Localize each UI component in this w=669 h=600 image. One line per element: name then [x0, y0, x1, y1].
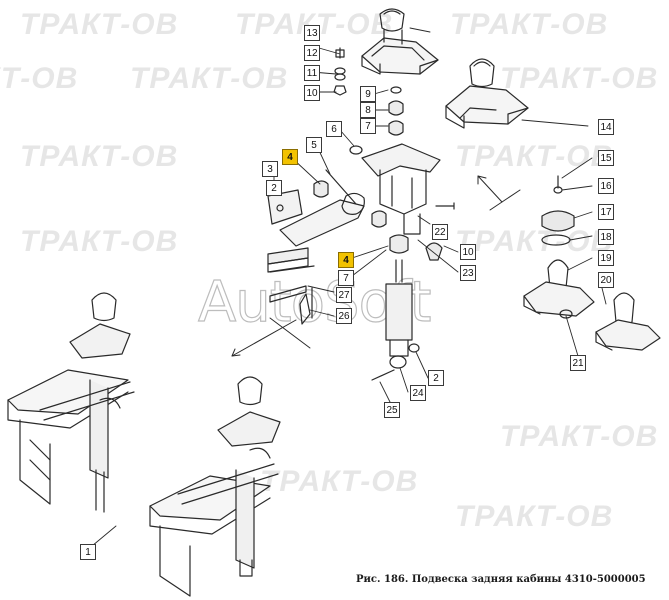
watermark-brand: ТРАКТ-ОВ: [260, 465, 419, 498]
callout-20[interactable]: 20: [598, 272, 614, 288]
callout-21[interactable]: 21: [570, 355, 586, 371]
callout-1[interactable]: 1: [80, 544, 96, 560]
callout-2-left[interactable]: 2: [266, 180, 282, 196]
callout-23[interactable]: 23: [460, 265, 476, 281]
right-parts-column: [523, 175, 661, 351]
callout-6[interactable]: 6: [326, 121, 342, 137]
callout-15[interactable]: 15: [598, 150, 614, 166]
watermark-brand: ТРАКТ-ОВ: [20, 140, 179, 173]
callout-3[interactable]: 3: [262, 161, 278, 177]
watermark-brand: ТРАКТ-ОВ: [20, 225, 179, 258]
callout-7-lower[interactable]: 7: [338, 270, 354, 286]
watermark-brand: ТРАКТ-ОВ: [20, 8, 179, 41]
callout-4-lower-highlighted[interactable]: 4: [338, 252, 354, 268]
bolt-stack-12-11-10: [333, 47, 347, 96]
callout-5[interactable]: 5: [306, 137, 322, 153]
watermark-brand: ТРАКТ-ОВ: [455, 140, 614, 173]
shock-absorber-24: [371, 234, 420, 381]
callout-25[interactable]: 25: [384, 402, 400, 418]
callout-9[interactable]: 9: [360, 86, 376, 102]
watermark-brand: ТРАКТ-ОВ: [130, 62, 289, 95]
watermark-brand: ТРАКТ-ОВ: [500, 62, 659, 95]
watermark-brand: ТРАКТ-ОВ: [0, 62, 79, 95]
callout-16[interactable]: 16: [598, 178, 614, 194]
callout-22[interactable]: 22: [432, 224, 448, 240]
callout-14[interactable]: 14: [598, 119, 614, 135]
callout-18[interactable]: 18: [598, 229, 614, 245]
upper-mount-13: [361, 8, 439, 75]
callout-19[interactable]: 19: [598, 250, 614, 266]
bushing-stack-9-8-7: [388, 86, 404, 136]
watermark-brand: ТРАКТ-ОВ: [450, 8, 609, 41]
callout-12[interactable]: 12: [304, 45, 320, 61]
direction-arrows: [231, 175, 521, 357]
callout-26[interactable]: 26: [336, 308, 352, 324]
callout-11[interactable]: 11: [304, 65, 320, 81]
cab-bracket-center: [349, 143, 455, 235]
callout-2-right[interactable]: 2: [428, 370, 444, 386]
callout-13[interactable]: 13: [304, 25, 320, 41]
callout-4-highlighted[interactable]: 4: [282, 149, 298, 165]
rear-suspension-assembly-left: [7, 292, 135, 513]
callout-10[interactable]: 10: [304, 85, 320, 101]
callout-24[interactable]: 24: [410, 385, 426, 401]
callout-27[interactable]: 27: [336, 287, 352, 303]
callout-17[interactable]: 17: [598, 204, 614, 220]
callout-8[interactable]: 8: [360, 102, 376, 118]
callout-10-lower[interactable]: 10: [460, 244, 476, 260]
watermark-brand: ТРАКТ-ОВ: [455, 500, 614, 533]
figure-caption: Рис. 186. Подвеска задняя кабины 4310-50…: [356, 574, 646, 585]
spring-pad-27: [267, 247, 315, 325]
leader-lines: [91, 27, 607, 547]
mount-14: [445, 58, 529, 129]
watermark-brand: ТРАКТ-ОВ: [500, 420, 659, 453]
lever-assembly-5: [267, 169, 387, 247]
watermark-brand: ТРАКТ-ОВ: [455, 225, 614, 258]
rear-suspension-assembly-center: [149, 376, 281, 597]
callout-7[interactable]: 7: [360, 118, 376, 134]
